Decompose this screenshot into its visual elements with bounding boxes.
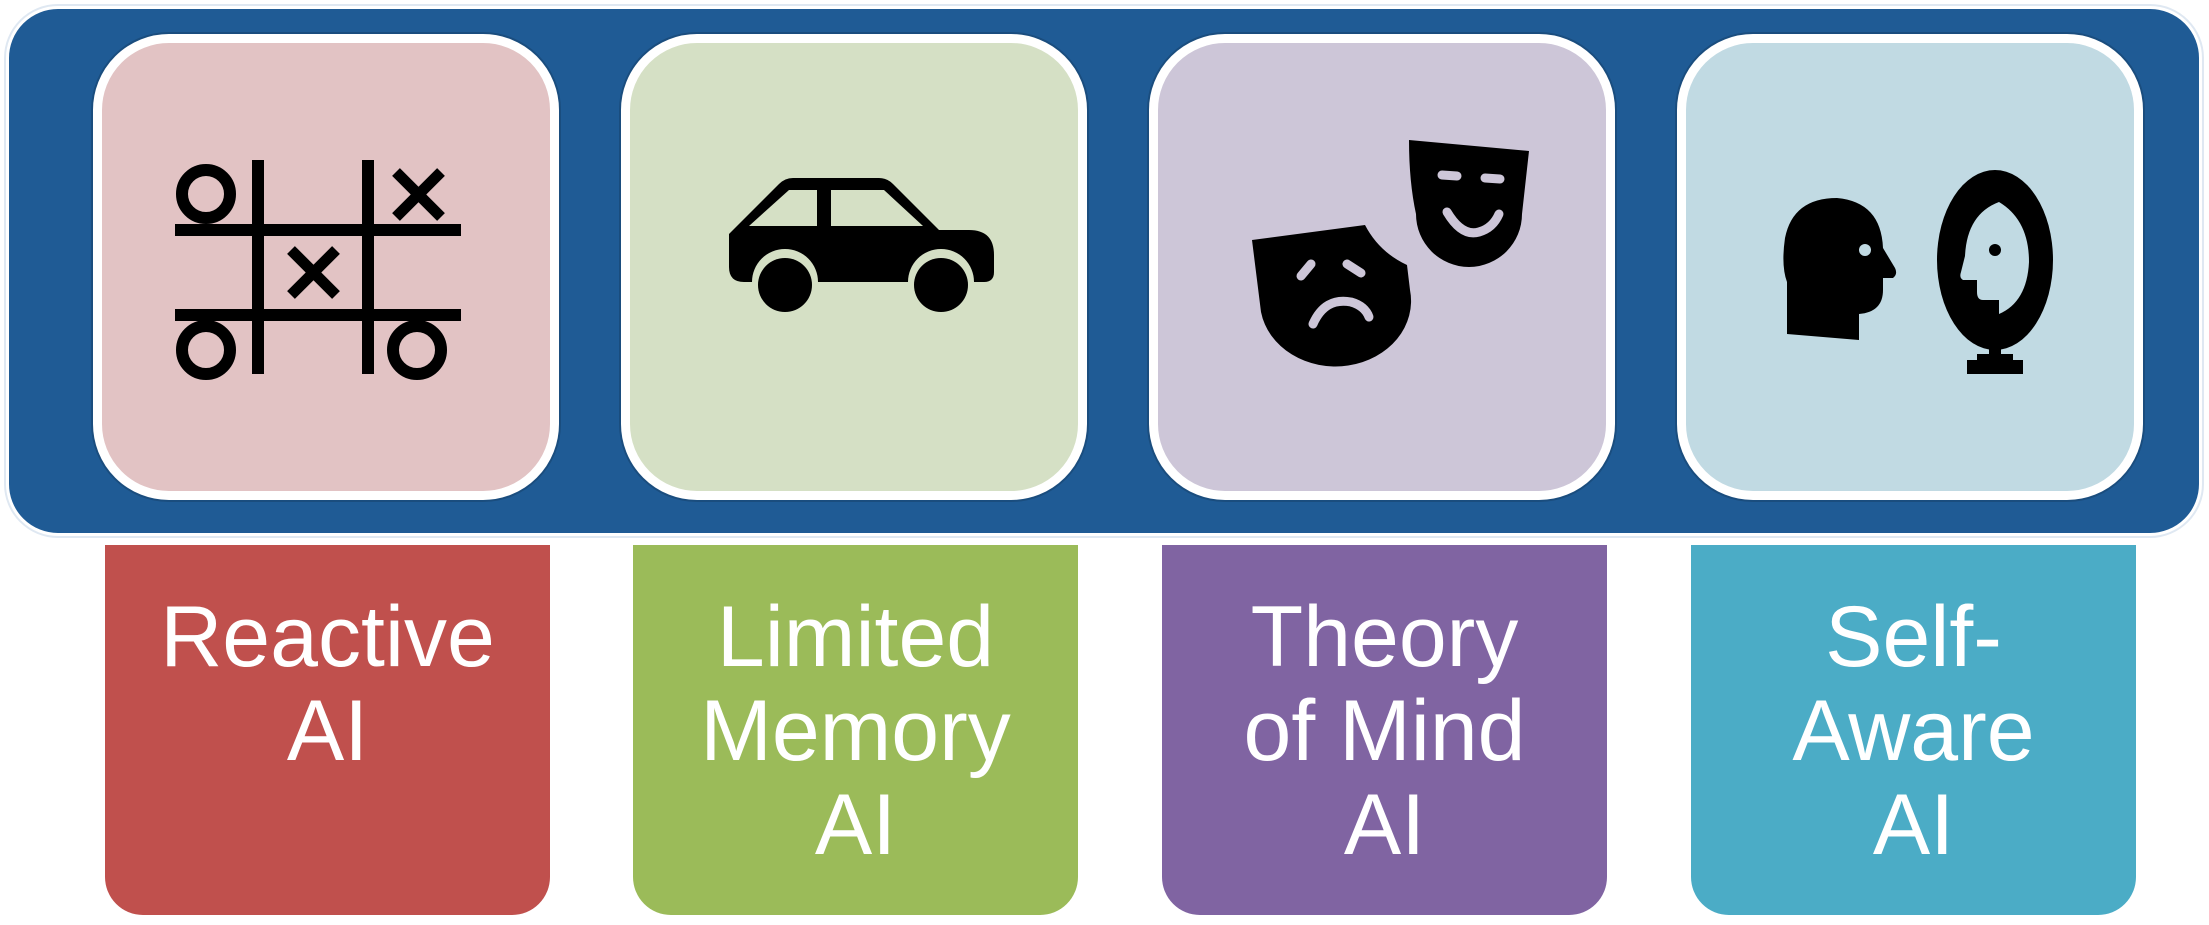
- head-mirror-icon: [1783, 170, 2053, 374]
- tile-reactive: [93, 34, 559, 500]
- label-line: Self-: [1825, 589, 2002, 685]
- tile-theory-of-mind: [1149, 34, 1615, 500]
- label-line: of Mind: [1243, 683, 1526, 779]
- label-theory-of-mind-ai: Theory of Mind AI: [1162, 545, 1607, 915]
- label-line: AI: [1872, 777, 1955, 873]
- car-icon: [729, 178, 994, 312]
- label-line: AI: [286, 683, 369, 779]
- tile-self-aware: [1677, 34, 2143, 500]
- label-line: Memory: [700, 683, 1011, 779]
- tic-tac-toe-icon: [175, 160, 461, 380]
- label-line: AI: [814, 777, 897, 873]
- label-limited-memory-ai: Limited Memory AI: [633, 545, 1078, 915]
- label-reactive-ai: Reactive AI: [105, 545, 550, 915]
- tile-limited-memory: [621, 34, 1087, 500]
- label-line: Aware: [1792, 683, 2035, 779]
- label-line: Reactive: [160, 589, 495, 685]
- label-line: AI: [1343, 777, 1426, 873]
- label-self-aware-ai: Self- Aware AI: [1691, 545, 2136, 915]
- theater-masks-icon: [1252, 140, 1529, 367]
- label-line: Theory: [1250, 589, 1519, 685]
- label-line: Limited: [716, 589, 995, 685]
